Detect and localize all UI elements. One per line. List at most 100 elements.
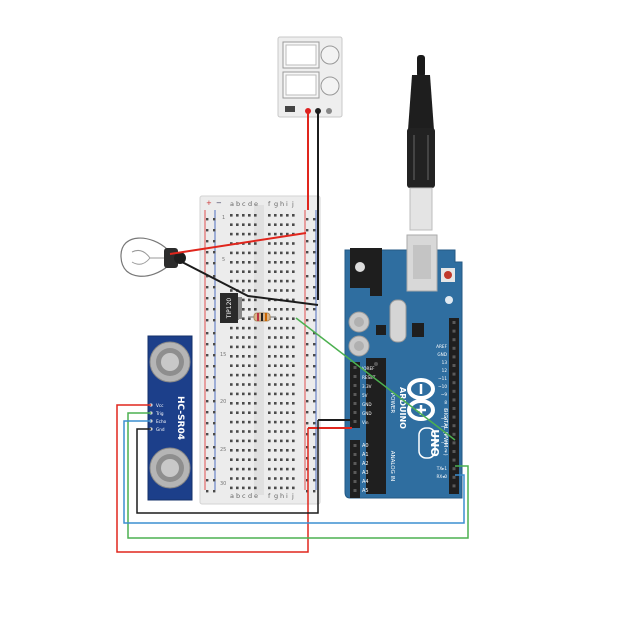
- breadboard-hole: [206, 433, 209, 436]
- breadboard-hole: [452, 424, 456, 428]
- breadboard-hole: [452, 432, 456, 436]
- breadboard-hole: [254, 223, 257, 226]
- breadboard-hole: [242, 261, 245, 264]
- breadboard-hole: [353, 462, 357, 465]
- breadboard-hole: [248, 458, 251, 461]
- power-supply[interactable]: [277, 36, 343, 118]
- breadboard-hole: [206, 286, 209, 289]
- light-bulb[interactable]: [120, 237, 186, 277]
- breadboard-hole: [452, 458, 456, 462]
- breadboard-hole: [353, 420, 357, 423]
- ultrasonic-sensor[interactable]: Vcc Trig Echo Gnd HC-SR04: [147, 335, 193, 501]
- breadboard-hole: [292, 308, 295, 311]
- breadboard-hole: [286, 477, 289, 480]
- breadboard-hole: [254, 345, 257, 349]
- breadboard-hole: [268, 383, 271, 386]
- breadboard-hole: [206, 308, 209, 311]
- breadboard-hole: [313, 229, 316, 232]
- breadboard-hole: [280, 232, 283, 236]
- breadboard-hole: [242, 392, 245, 396]
- breadboard-hole: [254, 364, 257, 367]
- breadboard-hole: [292, 439, 295, 443]
- breadboard-hole: [268, 214, 271, 217]
- breadboard-hole: [306, 275, 309, 278]
- breadboard-hole: [254, 270, 257, 273]
- breadboard-hole: [206, 365, 209, 368]
- breadboard-hole: [274, 232, 277, 236]
- col-letter: h: [280, 492, 284, 500]
- wire-sensor-echo[interactable]: [123, 420, 465, 524]
- breadboard-hole: [313, 389, 316, 392]
- transistor-label: TIP120: [226, 298, 233, 320]
- breadboard-hole: [206, 389, 209, 392]
- breadboard-hole: [236, 355, 239, 358]
- breadboard[interactable]: + − a b c d e f g h i j a b c d e f g h …: [199, 195, 321, 505]
- wire-signal-pin[interactable]: [295, 317, 456, 441]
- breadboard-hole: [292, 317, 295, 320]
- breadboard-hole: [274, 345, 277, 349]
- wire-lamp-to-collector[interactable]: [181, 261, 319, 306]
- power-pin-label: 3.3V: [362, 384, 372, 389]
- analog-header[interactable]: [350, 440, 360, 498]
- breadboard-hole: [213, 251, 216, 254]
- breadboard-hole: [236, 270, 239, 273]
- breadboard-hole: [268, 392, 271, 396]
- breadboard-hole: [286, 279, 289, 283]
- breadboard-hole: [213, 218, 216, 221]
- breadboard-hole: [206, 319, 209, 322]
- resistor[interactable]: [248, 312, 276, 322]
- breadboard-hole: [306, 251, 309, 254]
- breadboard-hole: [213, 389, 216, 392]
- breadboard-hole: [286, 298, 289, 302]
- breadboard-hole: [248, 242, 251, 245]
- breadboard-hole: [313, 332, 316, 335]
- breadboard-hole: [353, 444, 357, 447]
- breadboard-hole: [286, 308, 289, 311]
- digital-pin-label: RX◂0: [436, 474, 447, 479]
- breadboard-hole: [213, 308, 216, 311]
- breadboard-hole: [274, 364, 277, 367]
- wire-sensor-trig[interactable]: [127, 412, 469, 539]
- breadboard-hole: [292, 270, 295, 273]
- breadboard-hole: [254, 242, 257, 245]
- breadboard-hole: [280, 449, 283, 452]
- breadboard-hole: [236, 232, 239, 236]
- breadboard-hole: [236, 430, 239, 433]
- arduino-uno-board[interactable]: ARDUINO UNO POWER ANALOG IN DIGITAL (PWM…: [344, 234, 463, 499]
- breadboard-hole: [206, 400, 209, 403]
- breadboard-hole: [268, 373, 271, 377]
- breadboard-hole: [280, 430, 283, 433]
- breadboard-hole: [268, 411, 271, 414]
- breadboard-hole: [236, 364, 239, 367]
- breadboard-hole: [292, 364, 295, 367]
- wire-lamp-positive[interactable]: [169, 232, 307, 255]
- breadboard-hole: [286, 251, 289, 255]
- analog-pin-label: A5: [362, 488, 369, 494]
- breadboard-hole: [230, 373, 233, 377]
- wire-sensor-gnd[interactable]: [136, 420, 319, 514]
- breadboard-hole: [242, 279, 245, 283]
- sensor-pin-label: Echo: [156, 419, 167, 424]
- power-pin-label: 5V: [362, 393, 368, 398]
- breadboard-hole: [313, 240, 316, 243]
- breadboard-hole: [213, 479, 216, 482]
- breadboard-hole: [248, 298, 251, 302]
- col-letter: b: [236, 200, 240, 208]
- tip120-transistor[interactable]: TIP120: [220, 293, 242, 323]
- breadboard-hole: [274, 449, 277, 452]
- breadboard-hole: [280, 439, 283, 443]
- digital-header[interactable]: [449, 318, 459, 494]
- breadboard-hole: [242, 345, 245, 349]
- breadboard-hole: [248, 402, 251, 405]
- breadboard-hole: [213, 411, 216, 414]
- breadboard-hole: [313, 376, 316, 379]
- rail-plus-label: +: [206, 199, 212, 207]
- breadboard-hole: [254, 308, 257, 311]
- breadboard-hole: [280, 326, 283, 330]
- wire-sensor-vcc[interactable]: [116, 404, 309, 553]
- breadboard-hole: [254, 383, 257, 386]
- breadboard-hole: [353, 471, 357, 474]
- breadboard-hole: [236, 439, 239, 443]
- breadboard-hole: [306, 297, 309, 300]
